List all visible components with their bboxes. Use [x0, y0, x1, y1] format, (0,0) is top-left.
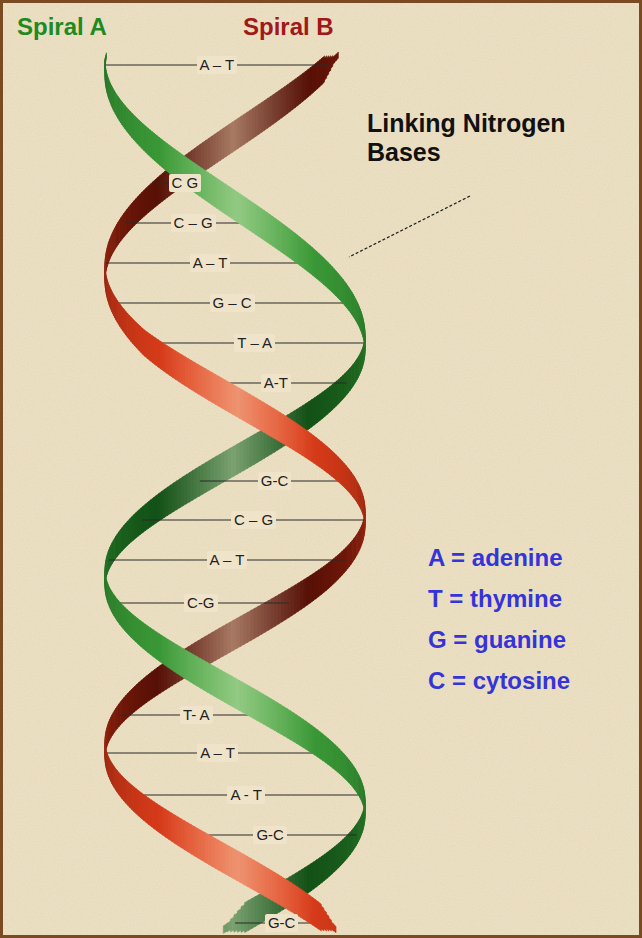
key-entry: G = guanine: [428, 626, 566, 654]
parchment-ground: [3, 3, 639, 935]
key-entry: A = adenine: [428, 544, 562, 572]
helix-illustration: [3, 3, 639, 935]
base-pair-label: A – T: [197, 744, 238, 761]
helix-back: [105, 52, 365, 933]
base-pair-label: C G: [169, 174, 202, 191]
base-pair-label: A-T: [261, 374, 291, 391]
base-pair-label: A - T: [227, 786, 264, 803]
base-pair-label: A – T: [207, 551, 248, 568]
label-layer: Spiral A Spiral B Linking Nitrogen Bases A …: [3, 3, 639, 935]
spiral-a-ribbon: [235, 678, 240, 711]
base-pair-label: T- A: [180, 706, 213, 723]
helix-front: [105, 61, 365, 933]
spiral-a-ribbon: [284, 415, 288, 446]
key-entry: T = thymine: [428, 585, 562, 613]
spiral-b-ribbon: [336, 52, 338, 61]
base-pair-label: A – T: [190, 254, 231, 271]
strand-label: Spiral A: [17, 13, 107, 41]
leader-line: [349, 196, 470, 257]
base-pair-label: G – C: [210, 294, 255, 311]
base-pair-label: C-G: [184, 594, 218, 611]
base-pair-label: C – G: [171, 214, 216, 231]
spiral-a-ribbon: [234, 190, 238, 223]
base-pair-label: T – A: [234, 334, 275, 351]
base-pair-label: G-C: [265, 914, 299, 931]
spiral-b-ribbon: [236, 386, 241, 419]
base-pair-lines: [105, 65, 365, 923]
spiral-b-ribbon: [236, 850, 241, 883]
strand-label: Spiral B: [243, 13, 334, 41]
callout-label: Linking Nitrogen Bases: [367, 109, 632, 167]
base-pair-label: C – G: [231, 511, 276, 528]
base-pair-label: G-C: [258, 472, 292, 489]
spiral-a-ribbon: [223, 923, 228, 933]
base-pair-label: A – T: [197, 56, 238, 73]
base-pair-label: G-C: [253, 826, 287, 843]
key-entry: C = cytosine: [428, 667, 570, 695]
parchment-texture: [3, 3, 639, 935]
